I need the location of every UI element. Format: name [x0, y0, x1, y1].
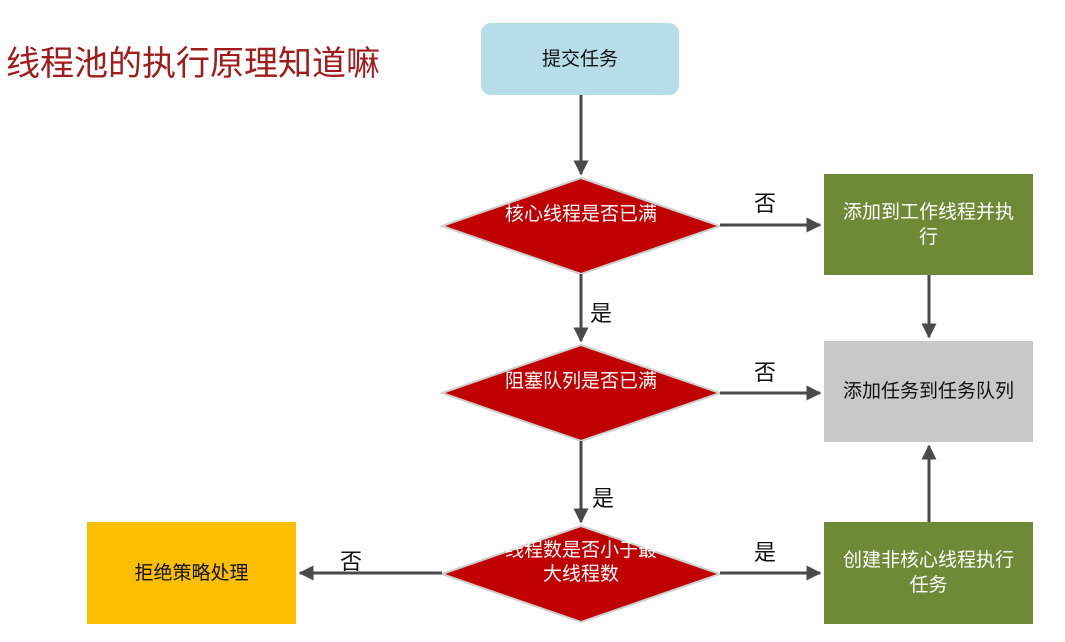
edge-label-max-yes: 是 [754, 541, 777, 566]
edge-label-core-no: 否 [754, 192, 777, 217]
decision-queue-full-label: 阻塞队列是否已满 [504, 370, 657, 392]
node-add-worker: 添加到工作线程并执行 [824, 174, 1033, 275]
edge-label-core-yes: 是 [590, 302, 613, 327]
edge-label-queue-yes: 是 [592, 487, 615, 512]
decision-max-threads-label: 线程数是否小于最大线程数 [504, 539, 657, 585]
node-create-noncore: 创建非核心线程执行任务 [824, 522, 1033, 624]
node-submit-task: 提交任务 [481, 23, 679, 95]
edge-label-queue-no: 否 [754, 361, 777, 386]
node-add-queue: 添加任务到任务队列 [824, 341, 1033, 442]
edge-label-max-no: 否 [340, 550, 363, 575]
node-reject: 拒绝策略处理 [87, 522, 296, 624]
decision-max-threads-shape [438, 524, 724, 624]
decision-queue-full-shape [438, 343, 724, 443]
page-title: 线程池的执行原理知道嘛 [6, 44, 380, 84]
decision-core-full-shape [438, 176, 724, 276]
decision-core-full-label: 核心线程是否已满 [504, 203, 657, 225]
